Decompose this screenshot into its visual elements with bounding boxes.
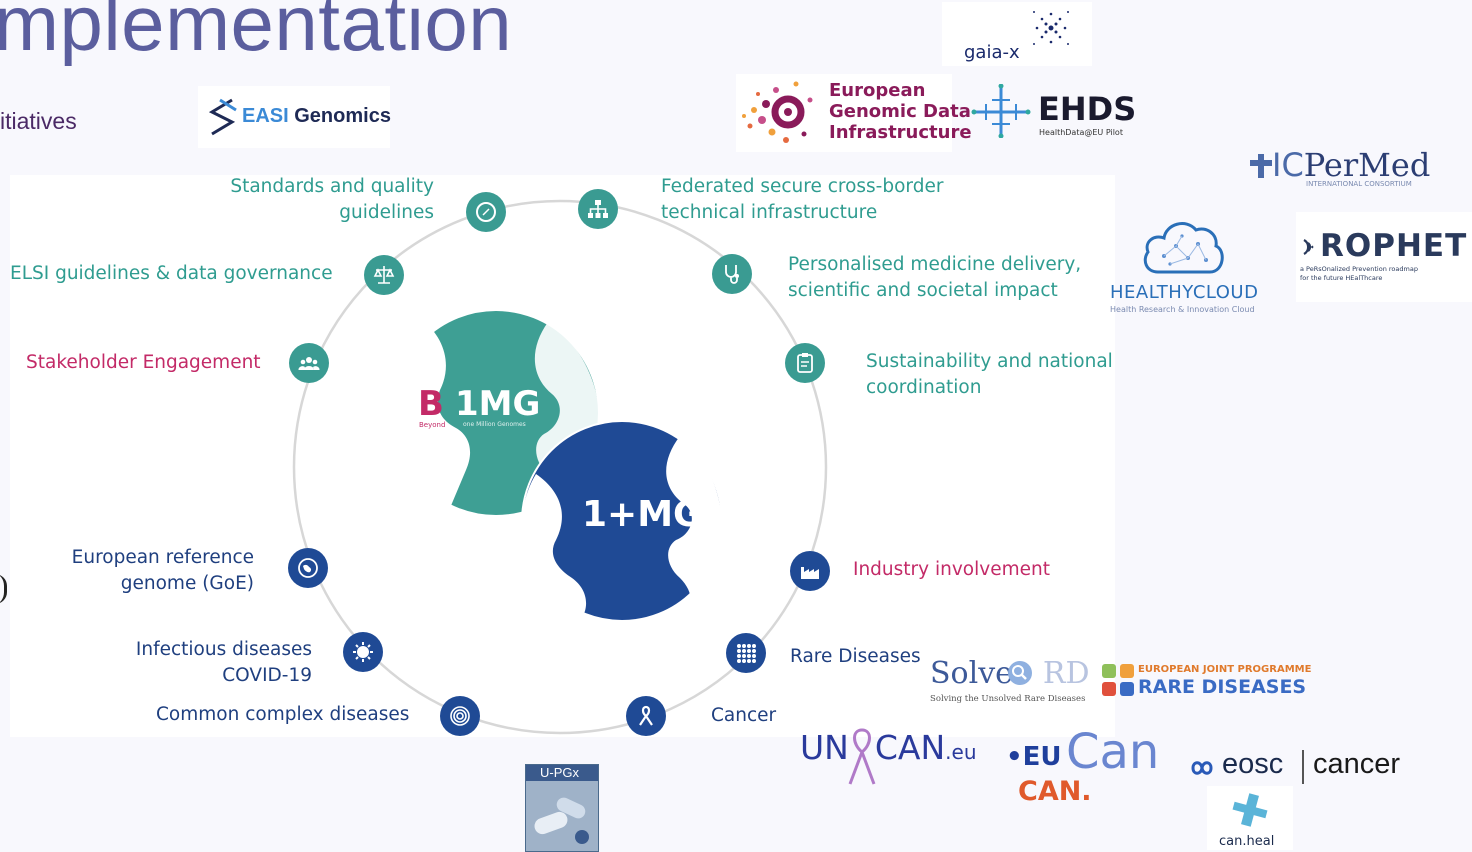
uncan-un: UN (800, 728, 849, 767)
eosc-infinity-icon (1191, 761, 1213, 775)
pills-icon (534, 797, 589, 844)
cancer-text: cancer (1313, 748, 1401, 780)
europe-globe-icon (288, 548, 328, 588)
ejprd-line2: RARE DISEASES (1138, 676, 1307, 698)
easi-text: EASI (242, 105, 289, 127)
network-hierarchy-icon (578, 189, 618, 229)
puzzle-pieces-icon (1102, 664, 1134, 696)
ribbon-icon (848, 728, 876, 785)
solverd-rd: RD (1042, 656, 1090, 691)
ejprd-logo: EUROPEAN JOINT PROGRAMME RARE DISEASES (1100, 660, 1311, 706)
icpermed-cross-icon (1250, 154, 1272, 178)
page-title: mplementation (0, 0, 513, 67)
healthycloud-subtext: Health Research & Innovation Cloud (1110, 305, 1255, 314)
solverd-solve: Solve (930, 656, 1013, 691)
one-plus-mg-circle (521, 420, 723, 622)
b1mg-letter-b: B (418, 384, 444, 424)
eosc-text: eosc (1222, 748, 1284, 780)
icpermed-logo: ICPerMed INTERNATIONAL CONSORTIUM (1246, 144, 1436, 192)
eucan-logo: •EU Can CAN. (1006, 724, 1170, 812)
canheal-logo: can.heal (1207, 786, 1293, 850)
gaiax-dots-icon (1033, 11, 1069, 45)
eosc-divider (1302, 750, 1304, 784)
grid-dots-icon (726, 633, 766, 673)
easi-genomics-logo: EASI Genomics (198, 86, 391, 148)
upgx-text: U-PGx (540, 765, 579, 780)
eucan-eu: •EU (1006, 742, 1062, 772)
clipboard-icon (785, 343, 825, 383)
upgx-logo: U-PGx (525, 764, 599, 852)
cropped-glyph (0, 574, 7, 604)
easi-helix-icon (208, 98, 237, 136)
signal-waves-icon (1303, 239, 1314, 255)
icpermed-permed: PerMed (1303, 146, 1431, 184)
people-group-icon (289, 343, 329, 383)
eucan-can2: CAN. (1018, 776, 1092, 807)
pillar-cancer: Cancer (711, 705, 777, 726)
gaiax-logo: gaia-x (942, 2, 1092, 66)
egdi-dots-icon (742, 81, 813, 143)
factory-icon (790, 551, 830, 591)
ejprd-line1: EUROPEAN JOINT PROGRAMME (1138, 664, 1312, 675)
solverd-subtext: Solving the Unsolved Rare Diseases (930, 694, 1086, 704)
uncan-can: CAN (874, 728, 946, 767)
b1mg-beyond: Beyond (419, 421, 446, 429)
one-plus-mg-logo-text: 1+MG (582, 494, 703, 535)
healthycloud-text: HEALTHYCLOUD (1110, 282, 1259, 303)
uncan-eu: .eu (945, 740, 977, 764)
ehds-cross-icon (971, 84, 1031, 138)
pillar-common-complex: Common complex diseases (156, 704, 410, 725)
concentric-circles-icon (440, 696, 480, 736)
gaiax-text: gaia-x (964, 42, 1020, 63)
pillar-stakeholder: Stakeholder Engagement (26, 352, 261, 373)
pillar-personalised: Personalised medicine delivery,scientifi… (788, 254, 1082, 301)
upgx-header (526, 765, 598, 781)
compass-icon (466, 192, 506, 232)
canheal-text: can.heal (1219, 834, 1275, 849)
uncan-logo: UN CAN.eu (800, 726, 1000, 790)
magnifier-icon (1008, 661, 1032, 685)
ehds-subtext: HealthData@EU Pilot (1039, 128, 1123, 137)
icpermed-subtext: INTERNATIONAL CONSORTIUM (1306, 180, 1412, 188)
pillar-industry: Industry involvement (853, 559, 1050, 580)
pillar-elsi: ELSI guidelines & data governance (10, 263, 333, 284)
b1mg-tagline: one Million Genomes (463, 421, 526, 428)
canheal-cross-icon (1232, 793, 1268, 827)
virus-icon (343, 632, 383, 672)
pillar-rare-diseases: Rare Diseases (790, 646, 921, 667)
solverd-logo: Solve RD Solving the Unsolved Rare Diseas… (922, 650, 1092, 716)
stethoscope-icon (712, 254, 752, 294)
awareness-ribbon-icon (626, 696, 666, 736)
prophet-text: ROPHET (1320, 228, 1468, 264)
page-subtitle: itiatives (0, 108, 77, 134)
ehds-logo: EHDS HealthData@EU Pilot (968, 80, 1138, 142)
eucan-can: Can (1066, 724, 1160, 780)
icpermed-ic: IC (1272, 146, 1304, 184)
b1mg-logo-text: 1MG (455, 384, 541, 424)
genomics-text: Genomics (294, 105, 391, 127)
cloud-network-icon (1143, 222, 1224, 274)
eosc-cancer-logo: eosc cancer (1182, 744, 1422, 788)
healthycloud-logo: HEALTHYCLOUD Health Research & Innovatio… (1106, 214, 1266, 318)
scales-icon (364, 255, 404, 295)
ehds-text: EHDS (1038, 90, 1137, 128)
prophet-logo: ROPHET a PeRsOnalized Prevention roadmap… (1296, 212, 1472, 302)
